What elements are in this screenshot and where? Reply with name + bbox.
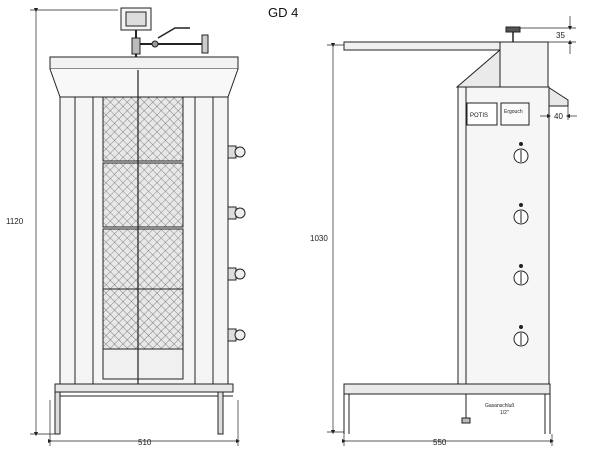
overhang-label: 40 <box>554 112 563 121</box>
front-width-dimension <box>47 400 241 446</box>
burner-panel-2 <box>102 162 184 228</box>
front-height-dimension <box>30 7 118 437</box>
side-base-tray <box>343 383 551 395</box>
side-cabinet <box>457 86 550 385</box>
side-view <box>343 26 569 434</box>
front-width-label: 510 <box>138 438 152 447</box>
top-offset-label: 35 <box>556 31 565 40</box>
top-offset-dimension <box>520 16 576 54</box>
burner-panel-3 <box>102 228 184 290</box>
gas-connection-label-2: 1/2" <box>500 410 509 416</box>
front-top-plate <box>49 56 239 70</box>
overhang-dimension <box>540 106 577 120</box>
brand-label: POTIS <box>470 113 488 119</box>
drawing-title: GD 4 <box>268 5 298 20</box>
side-width-label: 550 <box>433 438 447 447</box>
front-view <box>49 7 246 435</box>
side-height-label: 1030 <box>310 234 328 243</box>
side-knobs <box>513 142 529 347</box>
side-height-dimension <box>327 42 344 435</box>
sticker-label: Ergouch <box>504 109 523 115</box>
burner-panel-1 <box>102 96 184 162</box>
side-top-rail <box>343 41 501 51</box>
drip-tray <box>54 383 234 393</box>
burner-panel-4 <box>102 288 184 350</box>
front-knobs <box>227 145 246 342</box>
side-width-dimension <box>341 434 555 446</box>
front-height-label: 1120 <box>6 217 24 226</box>
gas-connection-label-1: Gasanschluß <box>485 403 514 409</box>
